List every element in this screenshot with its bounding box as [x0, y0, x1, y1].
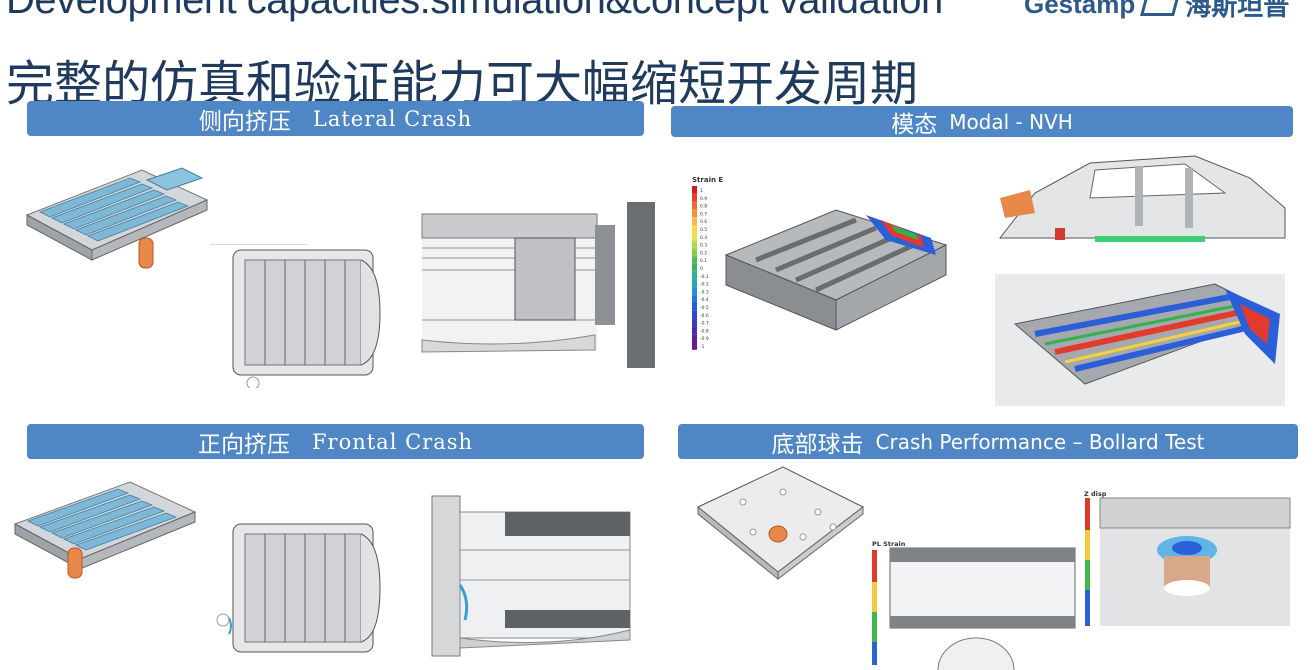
logo-mark-icon — [1140, 0, 1181, 16]
logo-text: Gestamp — [1024, 0, 1136, 19]
banner-label-cn: 正向挤压 — [197, 431, 290, 458]
strain-legend-title: Strain E — [692, 176, 723, 184]
strain-legend-swatch — [692, 186, 697, 194]
strain-legend-swatch — [692, 334, 697, 342]
strain-legend-label: -0.5 — [700, 305, 709, 311]
strain-legend-swatch — [692, 240, 697, 249]
strain-legend-swatch — [692, 303, 697, 311]
strain-legend-label: 0.7 — [700, 211, 707, 217]
strain-legend-swatch — [692, 225, 697, 233]
strain-legend-swatch — [692, 201, 697, 210]
strain-legend-swatch — [692, 256, 697, 264]
strain-legend-swatch — [692, 326, 697, 335]
strain-legend-label: 0.5 — [700, 227, 707, 233]
svg-text:————————————————————————————: ———————————————————————————— — [210, 242, 309, 246]
strain-legend-swatch — [692, 295, 697, 303]
battery-pack-3d-image — [22, 160, 212, 280]
banner-label-cn: 底部球击 — [771, 431, 864, 458]
strain-legend-label: 0.1 — [700, 258, 707, 264]
z-disp-legend-title: Z disp — [1084, 490, 1107, 498]
strain-legend-label: -0.2 — [700, 282, 709, 288]
strain-legend-label: 0.3 — [700, 243, 707, 249]
strain-legend-swatch — [692, 287, 697, 296]
strain-legend-swatch — [692, 271, 697, 280]
strain-legend-label: -0.6 — [700, 313, 709, 319]
battery-tray-top-view-image: ———————————————————————————— — [205, 238, 405, 388]
banner-label-en: Lateral Crash — [312, 106, 473, 131]
strain-legend-swatch — [692, 264, 697, 272]
banner-label-cn: 侧向挤压 — [198, 108, 291, 135]
strain-legend-swatch — [692, 318, 697, 327]
bollard-z-disp-image: Z disp — [1082, 490, 1297, 630]
strain-legend-label: -0.7 — [700, 321, 709, 327]
banner-bollard-test: 底部球击 Crash Performance – Bollard Test — [678, 424, 1298, 459]
underbody-strain-contour-image — [995, 274, 1285, 406]
strain-legend-label: 0.2 — [700, 250, 707, 256]
strain-legend-swatch — [692, 209, 697, 218]
strain-legend-swatch — [692, 342, 697, 350]
gestamp-logo: Gestamp 海斯坦普 — [1024, 0, 1289, 23]
vehicle-body-nvh-image — [995, 148, 1290, 258]
banner-label-en: Modal - NVH — [949, 109, 1073, 134]
strain-legend-label: 0 — [700, 266, 703, 272]
strain-legend-label: -0.1 — [700, 274, 709, 280]
battery-pack-3d-image-frontal — [10, 474, 200, 584]
strain-legend-label: -0.4 — [700, 297, 709, 303]
strain-legend-label: 0.6 — [700, 219, 707, 225]
strain-legend-label: -0.3 — [700, 289, 709, 295]
bollard-pl-strain-image: PL Strain — [868, 532, 1083, 670]
battery-tray-top-view-image-frontal — [205, 518, 405, 658]
strain-legend-label: -0.8 — [700, 328, 709, 334]
page-title-en: Development capacities:simulation&concep… — [6, 0, 943, 22]
strain-legend-swatch — [692, 248, 697, 257]
strain-legend-label: 0.8 — [700, 204, 707, 210]
strain-legend-swatch — [692, 232, 697, 241]
battery-tray-underside-image — [693, 462, 868, 582]
strain-legend-label: 0.9 — [700, 196, 707, 202]
banner-lateral-crash: 侧向挤压 Lateral Crash — [27, 101, 644, 136]
banner-frontal-crash: 正向挤压 Frontal Crash — [27, 424, 644, 459]
logo-text-cn: 海斯坦普 — [1185, 0, 1290, 21]
strain-legend-swatch — [692, 193, 697, 202]
strain-legend-label: 1 — [700, 188, 703, 194]
pl-strain-legend-title: PL Strain — [872, 540, 906, 548]
banner-label-en: Frontal Crash — [311, 429, 474, 454]
strain-legend-swatch — [692, 310, 697, 319]
banner-label-cn: 模态 — [891, 111, 938, 138]
banner-modal-nvh: 模态 Modal - NVH — [671, 106, 1293, 138]
strain-legend-swatch — [692, 217, 697, 225]
strain-legend-label: -0.9 — [700, 336, 709, 342]
strain-legend-label: -1 — [700, 344, 705, 350]
banner-label-en: Crash Performance – Bollard Test — [875, 429, 1205, 454]
lateral-crash-section-image — [420, 200, 660, 368]
strain-legend-label: 0.4 — [700, 235, 707, 241]
frontal-crash-section-image — [410, 490, 635, 660]
strain-legend-swatch — [692, 279, 697, 288]
